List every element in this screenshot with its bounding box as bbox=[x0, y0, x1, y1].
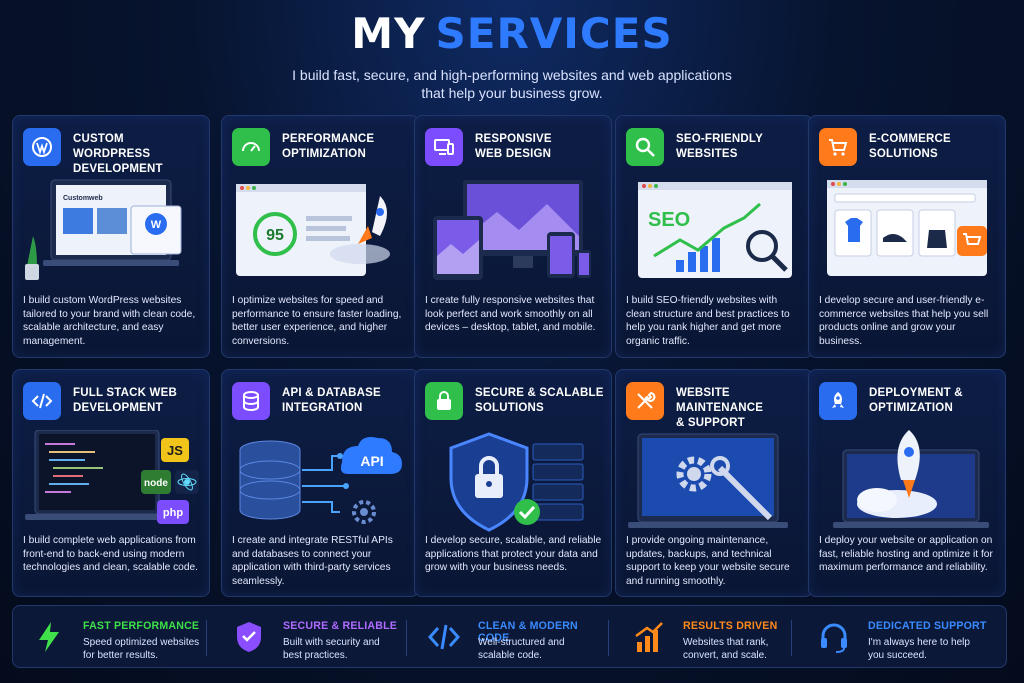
lightning-icon bbox=[39, 622, 59, 652]
feature-description: Speed optimized websites for better resu… bbox=[83, 637, 200, 661]
feature-description: I'm always here to help you succeed. bbox=[868, 637, 970, 661]
service-card-security[interactable]: Secure & Scalable Solutions I develop se… bbox=[414, 369, 612, 597]
fullstack-illustration: JS node php bbox=[25, 430, 199, 524]
feature-description: Websites that rank, convert, and scale. bbox=[683, 637, 769, 661]
card-description: I build complete web applications from f… bbox=[23, 535, 199, 574]
rocket-icon bbox=[819, 382, 857, 420]
card-title: Full Stack Web Development bbox=[73, 387, 177, 414]
features-bar: Fast Performance Speed optimized website… bbox=[12, 605, 1007, 668]
feature-title: Results Driven bbox=[683, 620, 778, 632]
performance-illustration: 95 bbox=[236, 184, 390, 276]
devices-icon bbox=[425, 128, 463, 166]
maintenance-illustration bbox=[628, 433, 788, 528]
service-card-deployment[interactable]: Deployment & Optimization I deploy your … bbox=[808, 369, 1006, 597]
card-title: Custom WordPress Development bbox=[73, 133, 163, 175]
card-title: Responsive Web Design bbox=[475, 133, 552, 160]
service-card-fullstack[interactable]: Full Stack Web Development JS node php I… bbox=[12, 369, 210, 597]
feature-dedicated-support: Dedicated Support I'm always here to hel… bbox=[798, 606, 993, 669]
divider bbox=[608, 620, 609, 656]
divider bbox=[791, 620, 792, 656]
php-badge: php bbox=[163, 507, 183, 519]
growth-chart-icon bbox=[635, 622, 663, 652]
tools-icon bbox=[626, 382, 664, 420]
feature-title: Secure & Reliable bbox=[283, 620, 398, 632]
security-illustration bbox=[449, 432, 584, 532]
feature-title: Fast Performance bbox=[83, 620, 200, 632]
card-title: Deployment & Optimization bbox=[869, 387, 963, 414]
card-title: Performance Optimization bbox=[282, 133, 375, 160]
card-description: I optimize websites for speed and perfor… bbox=[232, 295, 402, 347]
service-card-performance[interactable]: Performance Optimization 95 I optimize w… bbox=[221, 115, 419, 358]
service-card-ecommerce[interactable]: E-Commerce Solutions I develop secure an… bbox=[808, 115, 1006, 358]
code-icon bbox=[23, 382, 61, 420]
page-subtitle: I build fast, secure, and high-performin… bbox=[292, 67, 732, 101]
card-description: I build custom WordPress websites tailor… bbox=[23, 295, 196, 347]
seo-label: SEO bbox=[648, 209, 690, 231]
speedometer-icon bbox=[232, 128, 270, 166]
card-description: I create fully responsive websites that … bbox=[425, 295, 596, 334]
deployment-illustration bbox=[833, 430, 989, 528]
feature-clean-code: Clean & Modern Code Well-structured and … bbox=[408, 606, 603, 669]
card-title: Secure & Scalable Solutions bbox=[475, 387, 604, 414]
card-title: SEO-Friendly Websites bbox=[676, 133, 763, 160]
node-badge: node bbox=[144, 478, 168, 489]
database-icon bbox=[232, 382, 270, 420]
card-description: I create and integrate RESTful APIs and … bbox=[232, 535, 393, 587]
page-title-part2: SERVICES bbox=[435, 9, 673, 58]
service-card-responsive[interactable]: Responsive Web Design I create fully res… bbox=[414, 115, 612, 358]
feature-results-driven: Results Driven Websites that rank, conve… bbox=[613, 606, 808, 669]
card-description: I build SEO-friendly websites with clean… bbox=[626, 295, 790, 347]
page-title-part1: MY bbox=[351, 9, 426, 58]
service-card-seo[interactable]: SEO-Friendly Websites SEO I build SEO-fr… bbox=[615, 115, 813, 358]
illus-wp-mark: W bbox=[151, 219, 162, 231]
card-title: E-Commerce Solutions bbox=[869, 133, 951, 160]
api-illustration: API bbox=[239, 437, 402, 524]
card-description: I provide ongoing maintenance, updates, … bbox=[626, 535, 790, 587]
feature-title: Dedicated Support bbox=[868, 620, 987, 632]
wordpress-icon bbox=[23, 128, 61, 166]
cart-icon bbox=[819, 128, 857, 166]
js-badge: JS bbox=[167, 443, 183, 458]
performance-score: 95 bbox=[266, 227, 284, 244]
feature-title: Clean & Modern Code bbox=[478, 620, 578, 644]
wordpress-illustration: Customweb W bbox=[25, 179, 182, 280]
shield-icon bbox=[237, 622, 261, 652]
feature-description: Well-structured and scalable code. bbox=[478, 637, 565, 661]
service-card-api[interactable]: API & Database Integration API I create … bbox=[221, 369, 419, 597]
service-card-maintenance[interactable]: Website Maintenance & Support I provide … bbox=[615, 369, 813, 597]
feature-secure-reliable: Secure & Reliable Built with security an… bbox=[213, 606, 408, 669]
search-icon bbox=[626, 128, 664, 166]
card-title: Website Maintenance & Support bbox=[676, 387, 764, 429]
code-brackets-icon bbox=[428, 624, 460, 650]
feature-fast-performance: Fast Performance Speed optimized website… bbox=[13, 606, 208, 669]
api-label: API bbox=[360, 453, 383, 469]
ecommerce-illustration bbox=[827, 180, 987, 276]
service-card-wordpress[interactable]: Custom WordPress Development Customweb W… bbox=[12, 115, 210, 358]
lock-icon bbox=[425, 382, 463, 420]
divider bbox=[406, 620, 407, 656]
illus-brand-text: Customweb bbox=[63, 195, 103, 202]
card-description: I develop secure and user-friendly e-com… bbox=[819, 295, 989, 347]
feature-description: Built with security and best practices. bbox=[283, 637, 380, 661]
responsive-illustration bbox=[433, 180, 591, 280]
headset-icon bbox=[821, 623, 847, 653]
card-title: API & Database Integration bbox=[282, 387, 381, 414]
card-description: I deploy your website or application on … bbox=[819, 535, 993, 574]
card-description: I develop secure, scalable, and reliable… bbox=[425, 535, 602, 574]
divider bbox=[206, 620, 207, 656]
seo-illustration: SEO bbox=[638, 182, 792, 278]
